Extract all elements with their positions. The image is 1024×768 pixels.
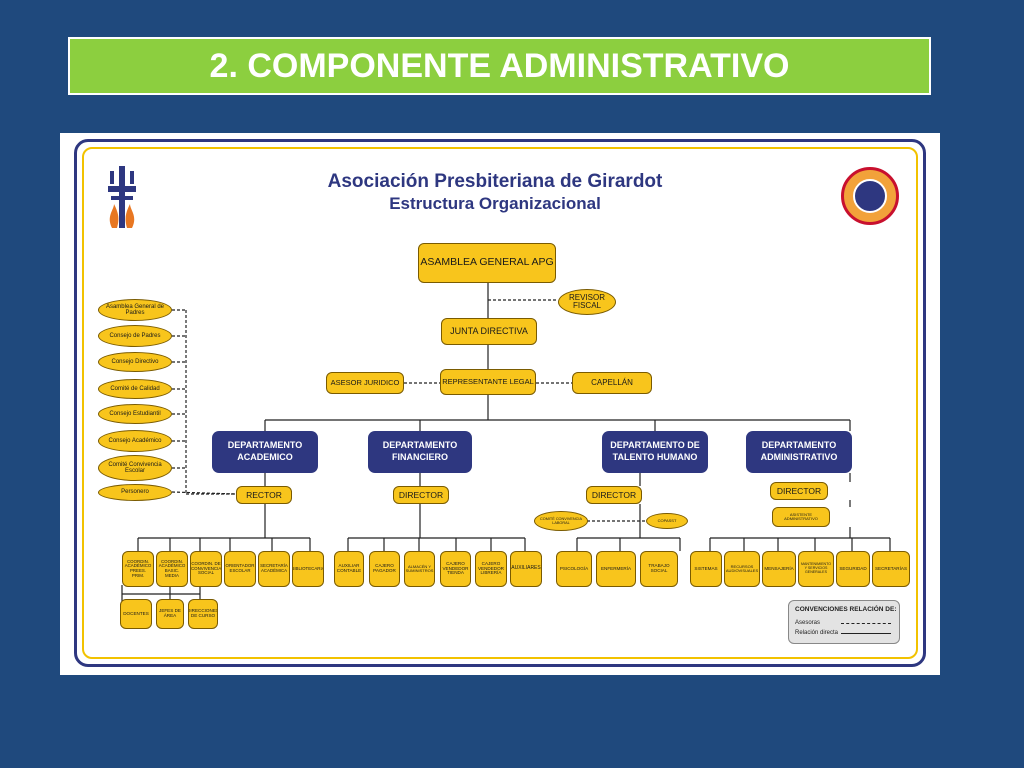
director-box: DIRECTOR: [770, 482, 828, 500]
department-box: DEPARTAMENTO FINANCIERO: [368, 431, 472, 473]
academic-sub-box: DIRECCIONES DE CURSO: [188, 599, 218, 629]
slide-title-bar: 2. COMPONENTE ADMINISTRATIVO: [68, 37, 931, 95]
hr-unit-box: TRABAJO SOCIAL: [640, 551, 678, 587]
org-chart-title: Asociación Presbiteriana de Girardot Est…: [270, 171, 720, 215]
academic-unit-box: COORDIN. DE CONVIVENCIA SOCIAL: [190, 551, 222, 587]
council-oval: Consejo Directivo: [98, 352, 172, 372]
representante-legal-box: REPRESENTANTE LEGAL: [440, 369, 536, 395]
slide-title: 2. COMPONENTE ADMINISTRATIVO: [209, 46, 790, 85]
org-chart-frame: [74, 139, 926, 667]
director-box: DIRECTOR: [393, 486, 449, 504]
finance-unit-box: AUXILIAR CONTABLE: [334, 551, 364, 587]
rector-box: RECTOR: [236, 486, 292, 504]
copasst-oval: COPASST: [646, 513, 688, 529]
academic-unit-box: SECRETARÍA ACADÉMICA: [258, 551, 290, 587]
council-oval: Asamblea General de Padres: [98, 299, 172, 321]
org-title: Asociación Presbiteriana de Girardot: [327, 171, 663, 192]
capellan-box: CAPELLÁN: [572, 372, 652, 394]
council-oval: Comité Convivencia Escolar: [98, 455, 172, 481]
asistente-administrativo-box: ASISTENTE ADMINISTRATIVO: [772, 507, 830, 527]
department-box: DEPARTAMENTO DE TALENTO HUMANO: [602, 431, 708, 473]
academic-unit-box: ORIENTADOR ESCOLAR: [224, 551, 256, 587]
school-seal-logo: [841, 167, 899, 225]
academic-sub-box: DOCENTES: [120, 599, 152, 629]
academic-unit-box: COORDIN. ACADÉMICO BASIC. MEDIA: [156, 551, 188, 587]
admin-unit-box: MENSAJERÍA: [762, 551, 796, 587]
admin-unit-box: SISTEMAS: [690, 551, 722, 587]
council-oval: Consejo de Padres: [98, 325, 172, 347]
finance-unit-box: CAJERO VENDEDOR TIENDA: [440, 551, 471, 587]
hr-unit-box: PSICOLOGÍA: [556, 551, 592, 587]
academic-sub-box: JEFES DE ÁREA: [156, 599, 184, 629]
council-oval: Personero: [98, 484, 172, 501]
hr-unit-box: ENFERMERÍA: [596, 551, 636, 587]
admin-unit-box: RECURSOS AUDIOVISUALES: [724, 551, 760, 587]
legend-solid-line: [841, 633, 891, 634]
council-oval: Consejo Estudiantil: [98, 404, 172, 424]
legend-title: CONVENCIONES RELACIÓN DE:: [795, 606, 897, 613]
legend-box: CONVENCIONES RELACIÓN DE: Asesoras Relac…: [788, 600, 900, 644]
legend-dashed-line: [841, 623, 891, 624]
council-oval: Consejo Académico: [98, 430, 172, 452]
finance-unit-box: CAJERO VENDEDOR LIBRERÍA: [475, 551, 507, 587]
comite-laboral-oval: COMITÉ CONVIVENCIA LABORAL: [534, 511, 588, 531]
finance-unit-box: ALMACÉN Y SUMINISTROS: [404, 551, 435, 587]
director-box: DIRECTOR: [586, 486, 642, 504]
asamblea-general-box: ASAMBLEA GENERAL APG: [418, 243, 556, 283]
revisor-fiscal-oval: REVISOR FISCAL: [558, 289, 616, 315]
academic-unit-box: BIBLIOTECARIA: [292, 551, 324, 587]
finance-unit-box: CAJERO PAGADOR: [369, 551, 400, 587]
org-subtitle: Estructura Organizacional: [389, 194, 601, 213]
junta-directiva-box: JUNTA DIRECTIVA: [441, 318, 537, 345]
asesor-juridico-box: ASESOR JURIDICO: [326, 372, 404, 394]
department-box: DEPARTAMENTO ADMINISTRATIVO: [746, 431, 852, 473]
org-chart-image: Asociación Presbiteriana de Girardot Est…: [60, 133, 940, 675]
council-oval: Comité de Calidad: [98, 379, 172, 399]
admin-unit-box: SEGURIDAD: [836, 551, 870, 587]
admin-unit-box: MANTENIMIENTO Y SERVICIOS GENERALES: [798, 551, 834, 587]
academic-unit-box: COORDIN. ACADÉMICO PREES. PRIM.: [122, 551, 154, 587]
admin-unit-box: SECRETARÍAS: [872, 551, 910, 587]
department-box: DEPARTAMENTO ACADEMICO: [212, 431, 318, 473]
finance-unit-box: AUXILIARES: [510, 551, 542, 587]
legend-advice-label: Asesoras: [795, 620, 821, 626]
legend-direct-label: Relación directa: [795, 630, 839, 636]
